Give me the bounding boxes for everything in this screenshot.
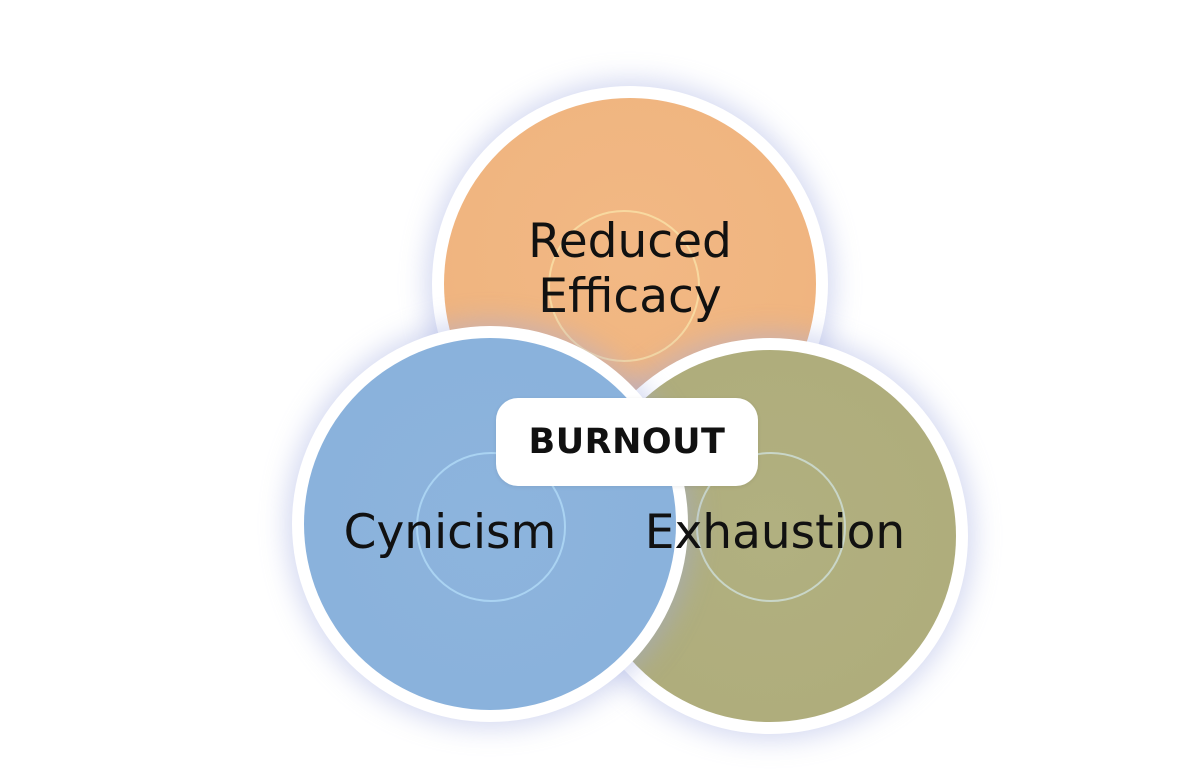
burnout-badge-label: BURNOUT [528, 422, 726, 462]
exhaustion-label: Exhaustion [644, 505, 906, 560]
cynicism-label: Cynicism [343, 505, 557, 560]
burnout-badge: BURNOUT [496, 398, 758, 486]
efficacy-inner-ring [548, 210, 700, 362]
efficacy-label-line-2: Efficacy [538, 269, 722, 324]
exhaustion-inner-ring [696, 452, 846, 602]
efficacy-label: Reduced Efficacy [480, 214, 780, 324]
cynicism-inner-ring [416, 452, 566, 602]
efficacy-label-line-1: Reduced [528, 214, 732, 269]
